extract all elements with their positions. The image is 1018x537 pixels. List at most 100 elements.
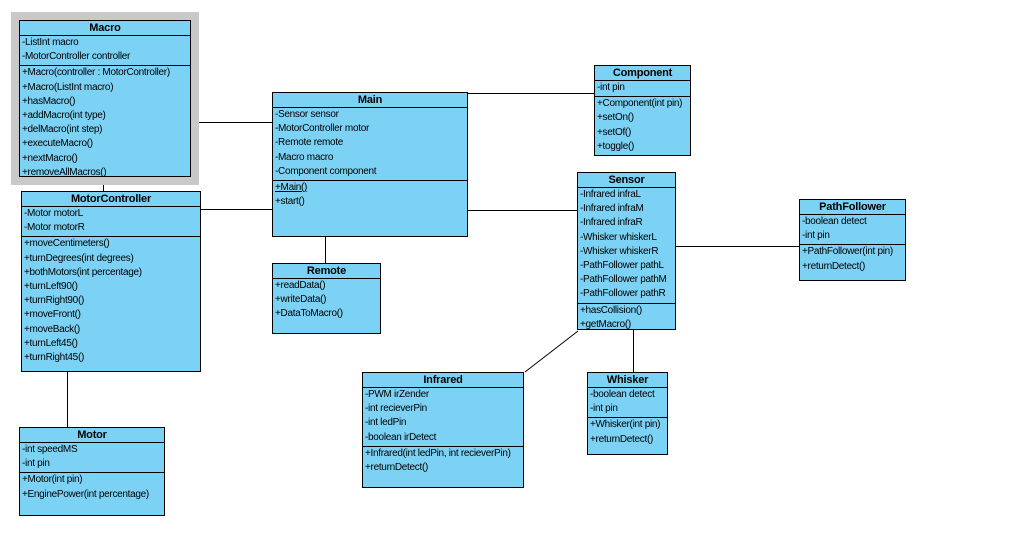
method-row: +Infrared(int ledPin, int recieverPin): [365, 447, 511, 459]
method-row: +hasMacro(): [22, 95, 76, 107]
attributes-compartment: -Sensor sensor -MotorController motor -R…: [273, 108, 467, 182]
class-title: Whisker: [588, 373, 667, 388]
attribute-row: -ListInt macro: [22, 37, 79, 48]
attribute-row: -int pin: [597, 82, 625, 93]
class-title: Motor: [20, 428, 164, 443]
method-row: +turnRight45(): [24, 352, 84, 364]
method-row: +readData(): [275, 280, 326, 291]
method-row: +delMacro(int step): [22, 124, 103, 136]
attributes-compartment: -Infrared infraL -Infrared infraM -Infra…: [578, 188, 675, 304]
method-row: +setOn(): [597, 112, 634, 124]
class-main[interactable]: Main -Sensor sensor -MotorController mot…: [272, 92, 468, 237]
class-title: Sensor: [578, 173, 675, 188]
method-row: +addMacro(int type): [22, 110, 106, 122]
attribute-row: -int pin: [590, 403, 618, 415]
attributes-compartment: -boolean detect -int pin: [800, 215, 905, 246]
class-sensor[interactable]: Sensor -Infrared infraL -Infrared infraM…: [577, 172, 676, 330]
method-row: +EnginePower(int percentage): [22, 488, 149, 500]
attribute-row: -Whisker whiskerR: [580, 245, 659, 257]
method-row: +nextMacro(): [22, 152, 78, 164]
method-row: +turnLeft90(): [24, 281, 78, 293]
methods-compartment: +PathFollower(int pin) +returnDetect(): [800, 245, 905, 280]
method-row: +removeAllMacros(): [22, 166, 107, 177]
attributes-compartment: -int speedMS -int pin: [20, 443, 164, 474]
method-row: +bothMotors(int percentage): [24, 266, 142, 278]
methods-compartment: +Component(int pin) +setOn() +setOf() +t…: [595, 97, 690, 155]
class-motorcontroller[interactable]: MotorController -Motor motorL -Motor mot…: [21, 191, 201, 372]
class-pathfollower[interactable]: PathFollower -boolean detect -int pin +P…: [799, 199, 906, 281]
attribute-row: -Infrared infraM: [580, 203, 644, 215]
class-title: MotorController: [22, 192, 200, 207]
method-row: +executeMacro(): [22, 138, 93, 150]
method-row: +toggle(): [597, 140, 635, 152]
attribute-row: -int recieverPin: [365, 403, 427, 415]
method-row: +returnDetect(): [802, 260, 866, 272]
attribute-row: -Component component: [275, 165, 377, 177]
attribute-row: -int pin: [22, 458, 50, 470]
class-macro[interactable]: Macro -ListInt macro -MotorController co…: [19, 20, 191, 177]
method-row: +PathFollower(int pin): [802, 246, 893, 258]
attribute-row: -PathFollower pathR: [580, 288, 666, 300]
attribute-row: -Motor motorR: [24, 222, 85, 234]
method-row: +Whisker(int pin): [590, 419, 661, 431]
connector-sensor-infrared[interactable]: [524, 330, 579, 373]
methods-compartment: +Macro(controller : MotorController) +Ma…: [20, 66, 190, 177]
method-row: +returnDetect(): [590, 433, 654, 445]
method-row: +getMacro(): [580, 318, 631, 330]
attributes-compartment: -Motor motorL -Motor motorR: [22, 207, 200, 238]
attribute-row: -int speedMS: [22, 444, 78, 455]
attribute-row: -Sensor sensor: [275, 109, 339, 120]
method-row: +returnDetect(): [365, 462, 429, 474]
method-row: +moveCentimeters(): [24, 238, 110, 250]
attribute-row: -int pin: [802, 230, 830, 242]
attribute-row: -Whisker whiskerL: [580, 231, 657, 243]
methods-compartment: +Whisker(int pin) +returnDetect(): [588, 418, 667, 454]
attribute-row: -boolean irDetect: [365, 431, 437, 443]
method-row: +start(): [275, 196, 305, 208]
selection-frame: [11, 12, 199, 185]
class-whisker[interactable]: Whisker -boolean detect -int pin +Whiske…: [587, 372, 668, 455]
method-row: +turnDegrees(int degrees): [24, 252, 134, 264]
class-infrared[interactable]: Infrared -PWM irZender -int recieverPin …: [362, 372, 524, 488]
attribute-row: -MotorController controller: [22, 51, 131, 63]
methods-compartment: +moveCentimeters() +turnDegrees(int degr…: [22, 237, 200, 371]
methods-compartment: +Infrared(int ledPin, int recieverPin) +…: [363, 447, 523, 487]
attributes-compartment: -int pin: [595, 81, 690, 98]
class-component[interactable]: Component -int pin +Component(int pin) +…: [594, 65, 691, 156]
method-row: +setOf(): [597, 126, 631, 138]
attribute-row: -Macro macro: [275, 151, 334, 163]
attribute-row: -MotorController motor: [275, 123, 369, 135]
method-row: +turnLeft45(): [24, 337, 78, 349]
class-remote[interactable]: Remote +readData() +writeData() +DataToM…: [272, 263, 381, 334]
method-row-static: +Main(): [275, 182, 308, 194]
method-row: +hasCollision(): [580, 304, 642, 316]
method-row: +Macro(controller : MotorController): [22, 67, 170, 79]
method-row: +writeData(): [275, 294, 327, 306]
method-row: +Component(int pin): [597, 98, 683, 110]
attribute-row: -boolean detect: [590, 389, 655, 400]
method-row: +Macro(ListInt macro): [22, 81, 114, 93]
class-title: PathFollower: [800, 200, 905, 215]
attribute-row: -Remote remote: [275, 137, 344, 149]
attributes-compartment: -ListInt macro -MotorController controll…: [20, 36, 190, 67]
methods-compartment: +Main() +start(): [273, 181, 467, 236]
class-motor[interactable]: Motor -int speedMS -int pin +Motor(int p…: [19, 427, 165, 516]
class-title: Main: [273, 93, 467, 108]
method-row: +moveBack(): [24, 323, 80, 335]
attribute-row: -int ledPin: [365, 417, 407, 429]
attribute-row: -Infrared infraL: [580, 189, 641, 200]
attribute-row: -Motor motorL: [24, 208, 83, 219]
attribute-row: -PathFollower pathM: [580, 274, 667, 286]
class-title: Component: [595, 66, 690, 81]
attributes-compartment: -boolean detect -int pin: [588, 388, 667, 419]
attribute-row: -PWM irZender: [365, 389, 429, 400]
class-title: Macro: [20, 21, 190, 36]
method-row: +moveFront(): [24, 309, 81, 321]
class-title: Infrared: [363, 373, 523, 388]
class-title: Remote: [273, 264, 380, 279]
attribute-row: -PathFollower pathL: [580, 260, 664, 272]
attributes-compartment: -PWM irZender -int recieverPin -int ledP…: [363, 388, 523, 447]
methods-compartment: +Motor(int pin) +EnginePower(int percent…: [20, 473, 164, 515]
